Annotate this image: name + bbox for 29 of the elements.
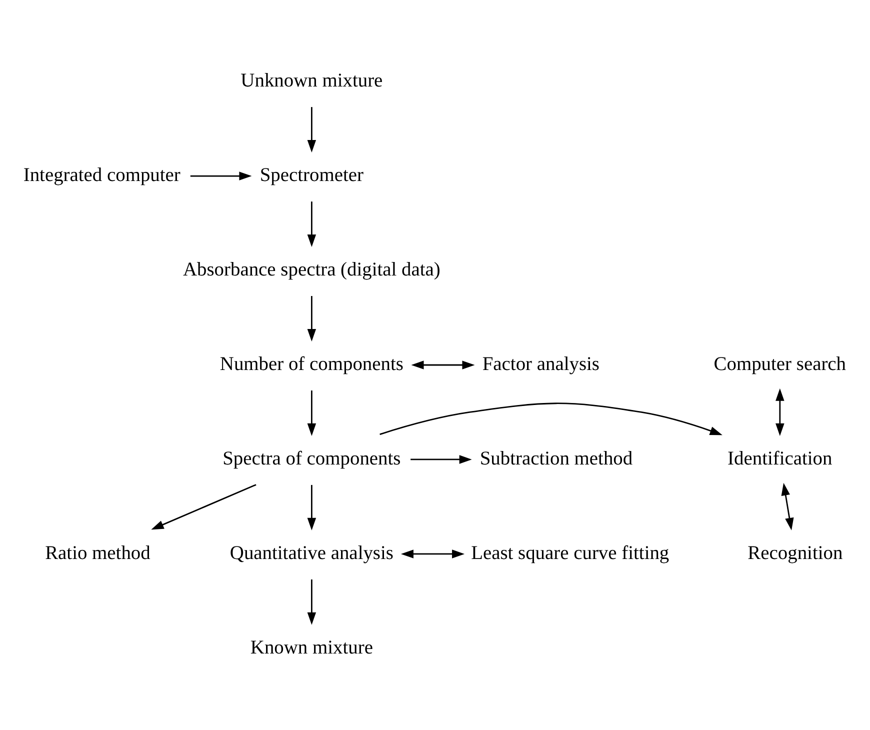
arrow [776,388,784,436]
arrow [307,202,316,247]
node-text: Computer search [714,354,846,376]
node-text: Recognition [748,543,843,564]
node-text: Spectrometer [260,165,364,186]
arrow [410,455,472,464]
arrow [781,482,794,530]
arrow [307,579,316,625]
node-text: Number of components [220,354,404,376]
node-text: Identification [728,448,832,470]
node-text: Spectra of components [222,448,401,470]
arrow [307,390,316,436]
arrow [307,107,316,153]
node-text: Ratio method [45,543,150,564]
arrow [380,402,722,436]
node-text: Known mixture [250,638,373,659]
node-text: Quantitative analysis [230,543,394,564]
arrow [307,484,316,530]
node-text: Integrated computer [23,165,180,186]
node-text: Absorbance spectra (digital data) [182,260,440,281]
arrow [151,484,256,530]
node-text: Least square curve fitting [471,543,670,564]
node-text: Unknown mixture [240,70,383,92]
node-text: Factor analysis [482,354,600,376]
arrow [411,360,475,370]
node-text: Subtraction method [480,448,633,470]
arrow [400,550,465,558]
arrow [307,296,316,342]
arrow [190,172,252,180]
